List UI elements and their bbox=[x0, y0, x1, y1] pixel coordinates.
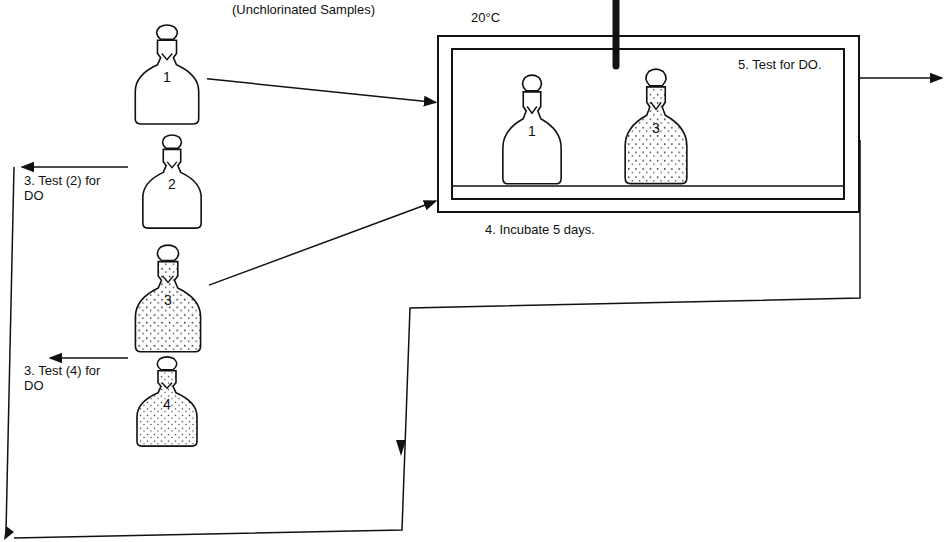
step-label: 3. Test (2) for DO bbox=[24, 174, 104, 204]
bod-bottle: 1 bbox=[130, 24, 204, 126]
bod-bottle: 1 bbox=[498, 74, 566, 186]
bod-bottle: 3 bbox=[130, 244, 206, 354]
step-label: (Unchlorinated Samples) bbox=[232, 3, 375, 18]
flow-arrow bbox=[209, 201, 436, 285]
bottle-number: 1 bbox=[130, 69, 204, 85]
flow-arrowhead bbox=[4, 526, 14, 540]
flow-arrow bbox=[207, 79, 436, 103]
flow-line bbox=[6, 167, 14, 532]
test-arrow bbox=[858, 77, 942, 79]
step-label: 5. Test for DO. bbox=[738, 58, 822, 73]
bottle-number: 3 bbox=[620, 120, 692, 136]
bod-bottle: 3 bbox=[620, 68, 692, 186]
step-label: 4. Incubate 5 days. bbox=[485, 223, 595, 238]
flow-arrowhead bbox=[396, 440, 406, 456]
bottle-number: 1 bbox=[498, 123, 566, 139]
test-arrow bbox=[50, 357, 128, 359]
bottle-number: 3 bbox=[130, 292, 206, 308]
test-arrow bbox=[22, 166, 128, 168]
bod-bottle: 4 bbox=[132, 356, 202, 448]
step-label: 3. Test (4) for DO bbox=[24, 364, 104, 394]
bod-bottle: 2 bbox=[138, 134, 206, 230]
temperature-label: 20°C bbox=[471, 11, 500, 26]
incubator-inner-frame bbox=[452, 49, 844, 199]
bottle-number: 2 bbox=[138, 176, 206, 192]
bottle-number: 4 bbox=[132, 396, 202, 412]
incubator-shelf bbox=[452, 185, 844, 187]
thermometer bbox=[613, 0, 620, 66]
